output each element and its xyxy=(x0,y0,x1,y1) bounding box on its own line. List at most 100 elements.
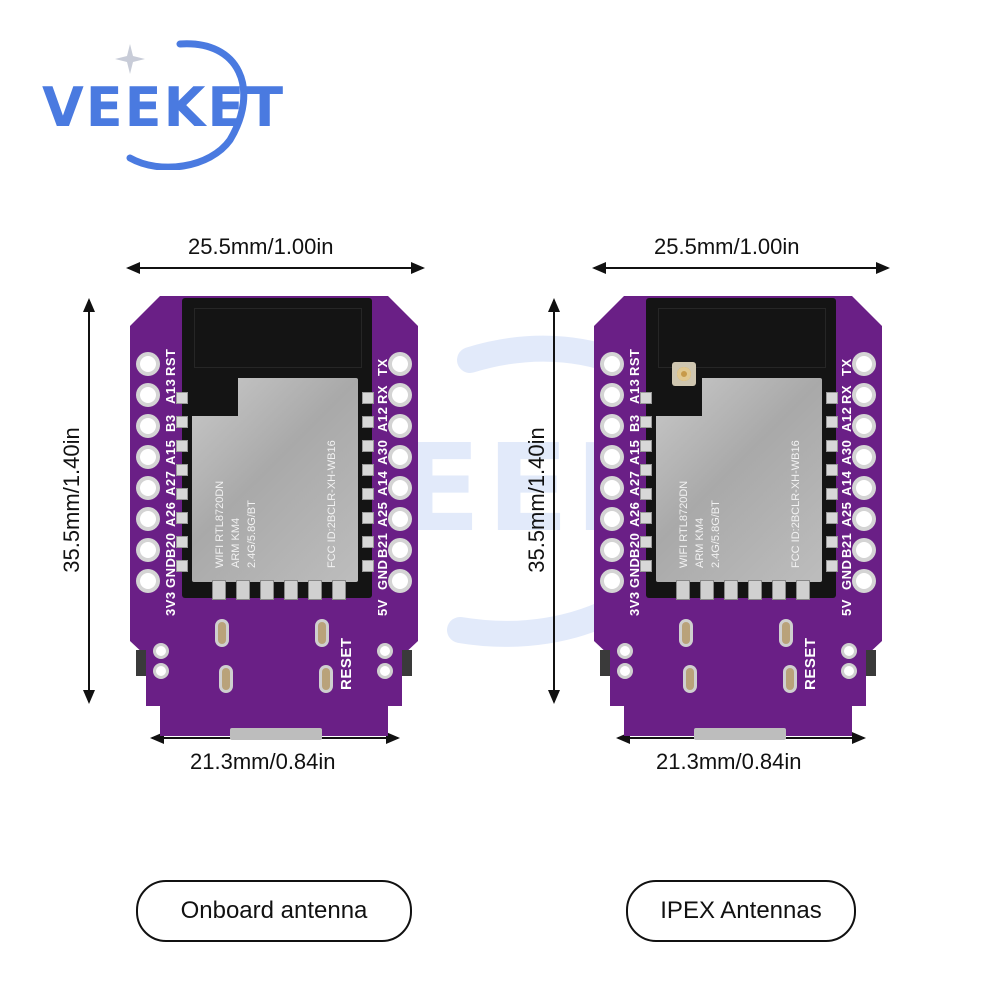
module-pad xyxy=(362,512,374,524)
module-pad xyxy=(332,580,346,600)
right-pin-a25: A25 xyxy=(375,501,390,527)
module-fcc-text: FCC ID:2BCLR-XH-WB16 xyxy=(790,440,802,568)
pin-hole xyxy=(856,511,872,527)
button-hole xyxy=(156,646,166,656)
pcb-antenna xyxy=(658,308,826,368)
left-pin-a26: A26 xyxy=(627,501,642,527)
module-pad xyxy=(640,416,652,428)
pin-hole xyxy=(604,480,620,496)
right-pin-b21: B21 xyxy=(375,532,390,558)
module-pad xyxy=(176,512,188,524)
left-pin-a15: A15 xyxy=(627,439,642,465)
module-pad xyxy=(724,580,738,600)
right-pin-a14: A14 xyxy=(375,470,390,496)
pin-hole xyxy=(140,356,156,372)
module-pad xyxy=(640,536,652,548)
module-pad xyxy=(176,440,188,452)
module-pad xyxy=(176,488,188,500)
side-button[interactable] xyxy=(866,650,876,676)
pin-hole xyxy=(392,480,408,496)
pin-hole xyxy=(604,511,620,527)
brand-logo: VEEKET xyxy=(30,30,310,171)
module-pad xyxy=(362,416,374,428)
module-pad xyxy=(176,464,188,476)
caption-ipex-antennas: IPEX Antennas xyxy=(626,880,856,942)
pin-hole xyxy=(856,449,872,465)
module-text-2: ARM KM4 xyxy=(694,517,706,568)
usb-mount-slot xyxy=(322,668,330,690)
logo-swoosh-icon xyxy=(115,40,248,171)
left-pin-a27: A27 xyxy=(163,470,178,496)
left-pin-a15: A15 xyxy=(163,439,178,465)
module-fcc-text: FCC ID:2BCLR-XH-WB16 xyxy=(326,440,338,568)
pin-hole xyxy=(392,387,408,403)
module-pad xyxy=(826,416,838,428)
module-pad xyxy=(700,580,714,600)
module-pad xyxy=(640,560,652,572)
pin-hole xyxy=(856,387,872,403)
reset-label: RESET xyxy=(338,637,355,690)
module-text-3: 2.4G/5.8G/BT xyxy=(710,500,722,568)
left-pin-gnd: GND xyxy=(163,557,178,588)
side-button[interactable] xyxy=(402,650,412,676)
pin-hole xyxy=(604,387,620,403)
button-hole xyxy=(156,666,166,676)
right-pin-tx: TX xyxy=(839,358,854,376)
button-hole xyxy=(620,646,630,656)
top-width-label: 25.5mm/1.00in xyxy=(188,234,334,259)
left-pin-a13: A13 xyxy=(163,378,178,404)
module-pad xyxy=(362,464,374,476)
usb-mount-slot xyxy=(222,668,230,690)
module-pad xyxy=(362,560,374,572)
pin-hole xyxy=(140,573,156,589)
usb-c-port xyxy=(694,728,786,740)
module-pad xyxy=(748,580,762,600)
left-pin-a26: A26 xyxy=(163,501,178,527)
module-text-3: 2.4G/5.8G/BT xyxy=(246,500,258,568)
module-pad xyxy=(362,392,374,404)
star-icon xyxy=(115,44,145,74)
module-text-1: WIFI RTL8720DN xyxy=(214,480,226,568)
module-text-1: WIFI RTL8720DN xyxy=(678,480,690,568)
ipex-connector-icon[interactable] xyxy=(672,362,696,386)
right-pin-a12: A12 xyxy=(375,406,390,432)
usb-mount-slot xyxy=(682,622,690,644)
side-button[interactable] xyxy=(600,650,610,676)
button-hole xyxy=(380,666,390,676)
module-pad xyxy=(640,512,652,524)
left-pin-3v3: 3V3 xyxy=(163,591,178,616)
right-pin-gnd: GND xyxy=(839,559,854,590)
pcb-antenna xyxy=(194,308,362,368)
button-hole xyxy=(620,666,630,676)
module-pad xyxy=(640,464,652,476)
right-pin-b21: B21 xyxy=(839,532,854,558)
pin-hole xyxy=(140,511,156,527)
module-pad xyxy=(362,536,374,548)
pin-hole xyxy=(604,449,620,465)
right-pin-tx: TX xyxy=(375,358,390,376)
pin-hole xyxy=(140,418,156,434)
right-pin-a25: A25 xyxy=(839,501,854,527)
module-pad xyxy=(176,536,188,548)
pin-hole xyxy=(856,418,872,434)
left-pin-b3: B3 xyxy=(627,414,642,432)
pin-hole xyxy=(856,573,872,589)
left-pin-gnd: GND xyxy=(627,557,642,588)
side-button[interactable] xyxy=(136,650,146,676)
usb-c-port xyxy=(230,728,322,740)
pin-hole xyxy=(140,387,156,403)
top-width-label: 25.5mm/1.00in xyxy=(654,234,800,259)
right-pin-a12: A12 xyxy=(839,406,854,432)
pin-hole xyxy=(392,356,408,372)
left-pin-a27: A27 xyxy=(627,470,642,496)
right-pin-gnd: GND xyxy=(375,559,390,590)
module-pad xyxy=(176,392,188,404)
left-pin-b3: B3 xyxy=(163,414,178,432)
module-pad xyxy=(212,580,226,600)
pin-hole xyxy=(604,418,620,434)
pin-hole xyxy=(392,449,408,465)
usb-mount-slot xyxy=(318,622,326,644)
module-pad xyxy=(826,392,838,404)
right-pin-rx: RX xyxy=(375,384,390,404)
module-pad xyxy=(640,392,652,404)
